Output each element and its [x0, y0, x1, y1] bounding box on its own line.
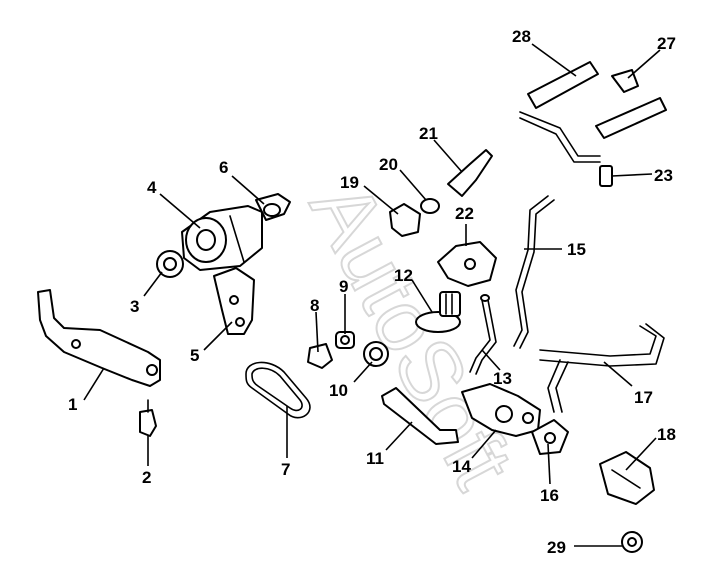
callout-21: 21 [419, 124, 438, 143]
callout-13: 13 [493, 369, 512, 388]
leader-6 [231, 175, 265, 205]
part-17-coolant-pipe [539, 323, 665, 413]
part-3-pulley [156, 250, 184, 278]
leader-16 [547, 443, 551, 485]
part-1-bracket [37, 289, 161, 387]
callout-5: 5 [190, 346, 199, 365]
callout-14: 14 [452, 457, 471, 476]
callout-19: 19 [340, 173, 359, 192]
callout-23: 23 [654, 166, 673, 185]
part-12-thermostat [415, 291, 461, 333]
part-10-pulley [363, 341, 389, 367]
callout-3: 3 [130, 297, 139, 316]
leader-17 [603, 361, 633, 387]
callout-9: 9 [339, 277, 348, 296]
part-7-belt [245, 361, 311, 419]
part-9-bushing [335, 331, 355, 349]
callout-7: 7 [281, 460, 290, 479]
leader-13 [481, 349, 501, 371]
part-4-pump [181, 205, 263, 271]
leader-20 [399, 169, 427, 201]
callout-20: 20 [379, 155, 398, 174]
callout-10: 10 [329, 381, 348, 400]
part-28-fuel-rail [519, 61, 667, 163]
leader-14 [471, 429, 497, 459]
callout-16: 16 [540, 486, 559, 505]
callout-17: 17 [634, 388, 653, 407]
leader-27 [627, 49, 661, 79]
leader-8 [315, 311, 319, 353]
leader-1 [83, 367, 105, 401]
part-6-pipe [255, 193, 291, 221]
part-20-cap [420, 198, 440, 214]
leader-4 [159, 193, 201, 229]
leader-3 [143, 271, 163, 297]
part-23-sensor [599, 165, 613, 187]
part-13-hose [469, 294, 497, 375]
leader-18 [625, 437, 657, 471]
part-19-block [389, 203, 421, 237]
leader-11 [385, 421, 413, 451]
leader-lines [83, 43, 661, 547]
leader-28 [531, 43, 577, 77]
leader-10 [353, 361, 373, 383]
callout-27: 27 [657, 34, 676, 53]
callout-28: 28 [512, 27, 531, 46]
part-22-intake [437, 241, 497, 287]
leader-12 [411, 279, 433, 313]
part-14-water-pump [461, 383, 541, 437]
leader-23 [611, 173, 653, 177]
callout-6: 6 [219, 158, 228, 177]
callout-29: 29 [547, 538, 566, 557]
callout-18: 18 [657, 425, 676, 444]
part-21-bracket [447, 149, 493, 197]
callout-12: 12 [394, 266, 413, 285]
part-29-fitting [621, 531, 643, 553]
callout-22: 22 [455, 204, 474, 223]
part-11-hose [381, 387, 459, 445]
callout-8: 8 [310, 296, 319, 315]
part-18-throttle-body [599, 451, 655, 505]
callout-2: 2 [142, 468, 151, 487]
leader-19 [363, 185, 399, 215]
callout-1: 1 [68, 395, 77, 414]
part-15-pipe [513, 195, 555, 349]
part-2-sensor [139, 399, 157, 437]
leader-21 [433, 139, 463, 173]
part-8-clip [307, 343, 333, 369]
callout-15: 15 [567, 240, 586, 259]
callout-4: 4 [147, 178, 157, 197]
leader-5 [203, 321, 233, 351]
part-5-bracket [213, 267, 255, 335]
callout-numbers: 1 2 3 4 5 6 7 8 9 10 11 12 13 14 15 16 1… [68, 27, 676, 557]
part-16-outlet [531, 419, 569, 455]
callout-11: 11 [366, 449, 384, 468]
